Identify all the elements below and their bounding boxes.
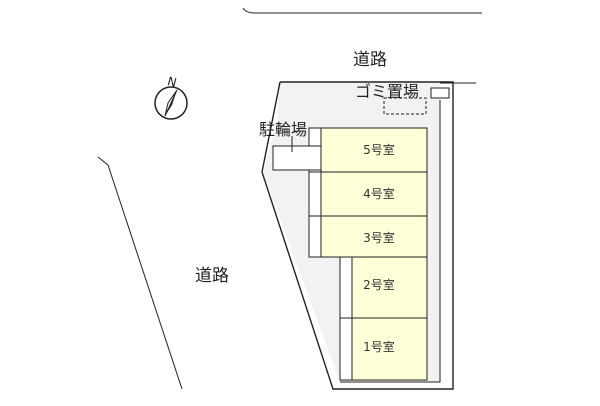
unit-3 <box>320 215 428 258</box>
garbage-area-marker <box>430 87 450 99</box>
building <box>308 127 428 381</box>
bicycle-parking-label: 駐輪場 <box>259 120 307 139</box>
north-road-label: 道路 <box>353 50 387 70</box>
unit-1-label: 1号室 <box>363 339 395 354</box>
unit-1 <box>351 317 428 381</box>
garbage-area-box <box>383 97 427 115</box>
unit-3-label: 3号室 <box>363 230 395 245</box>
north-road-line <box>242 7 482 14</box>
west-road-label: 道路 <box>195 266 229 286</box>
bicycle-parking-box <box>272 145 322 171</box>
unit-1-side <box>339 317 353 381</box>
unit-4-side <box>308 171 322 217</box>
lot-boundary-outer <box>261 81 454 390</box>
lot-boundary-inner <box>340 100 441 383</box>
unit-5-label: 5号室 <box>363 142 395 157</box>
unit-2-side <box>339 256 353 319</box>
west-road-line <box>97 156 109 166</box>
unit-3-side <box>308 215 322 258</box>
compass-label: N <box>166 74 178 90</box>
unit-5 <box>320 127 428 173</box>
garbage-area-label: ゴミ置場 <box>355 82 419 101</box>
unit-2-label: 2号室 <box>363 277 395 292</box>
unit-4 <box>320 171 428 217</box>
unit-4-label: 4号室 <box>363 186 395 201</box>
north-arrow: N <box>154 74 188 120</box>
west-road-line-main <box>107 164 183 390</box>
compass-needle-light <box>164 89 178 117</box>
